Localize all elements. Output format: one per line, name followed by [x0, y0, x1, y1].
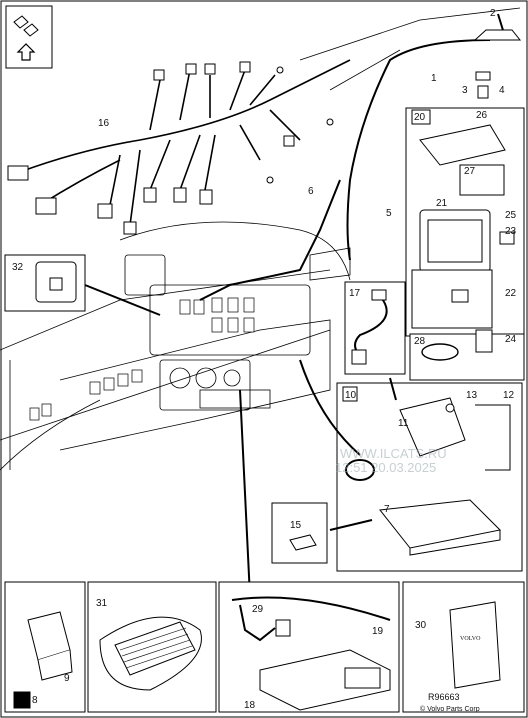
manual-brand: VOLVO: [460, 636, 481, 642]
label-10: 10: [345, 390, 357, 401]
label-18: 18: [244, 700, 256, 711]
label-24: 24: [505, 334, 517, 345]
label-20: 20: [414, 112, 426, 123]
label-19: 19: [372, 626, 384, 637]
label-29: 29: [252, 604, 264, 615]
copyright: © Volvo Parts Corp: [420, 705, 480, 713]
cable-box-17: [344, 281, 406, 375]
label-5: 5: [386, 208, 392, 219]
label-11: 11: [398, 418, 409, 429]
arrow-up-icon[interactable]: [16, 43, 36, 61]
label-25: 25: [505, 210, 517, 221]
reference-number: R96663: [428, 692, 460, 702]
label-22: 22: [505, 288, 517, 299]
display-box: [405, 107, 525, 337]
cable-11: [345, 459, 375, 481]
label-30: 30: [415, 620, 427, 631]
label-4: 4: [499, 85, 505, 96]
card-box-15: [271, 502, 328, 564]
label-26: 26: [476, 110, 488, 121]
label-21: 21: [436, 198, 448, 209]
watermark-timestamp: 12:51 20.03.2025: [335, 460, 436, 475]
label-1: 1: [431, 73, 437, 84]
label-9: 9: [64, 673, 70, 684]
label-12: 12: [503, 390, 515, 401]
label-16: 16: [98, 118, 110, 129]
tachograph-unit: [231, 596, 391, 711]
watermark-site: WWW.ILCATS.RU: [340, 446, 447, 461]
label-27: 27: [464, 166, 476, 177]
label-13: 13: [466, 390, 478, 401]
dash-switch-grid: [29, 297, 255, 421]
antenna-cable: [199, 39, 491, 301]
label-31: 31: [96, 598, 108, 609]
label-15: 15: [290, 520, 302, 531]
manual-30: [449, 601, 501, 689]
keyboard-31: [99, 616, 202, 691]
switch-9: [13, 611, 73, 709]
label-23: 23: [505, 226, 517, 237]
label-7: 7: [384, 504, 390, 515]
wiring-harness: [19, 59, 351, 226]
module-box-10: [336, 382, 523, 572]
label-2: 2: [490, 8, 496, 19]
nav-box[interactable]: [5, 5, 53, 69]
antenna: [473, 13, 522, 41]
switch-box-32: [4, 254, 161, 316]
label-17: 17: [349, 288, 361, 299]
label-28: 28: [414, 336, 426, 347]
label-6: 6: [308, 186, 314, 197]
antenna-nut: [475, 71, 491, 99]
label-3: 3: [462, 85, 468, 96]
clip-box: [409, 329, 525, 381]
label-8: 8: [32, 695, 38, 706]
label-32: 32: [12, 262, 24, 273]
harness-connectors: [7, 61, 334, 235]
